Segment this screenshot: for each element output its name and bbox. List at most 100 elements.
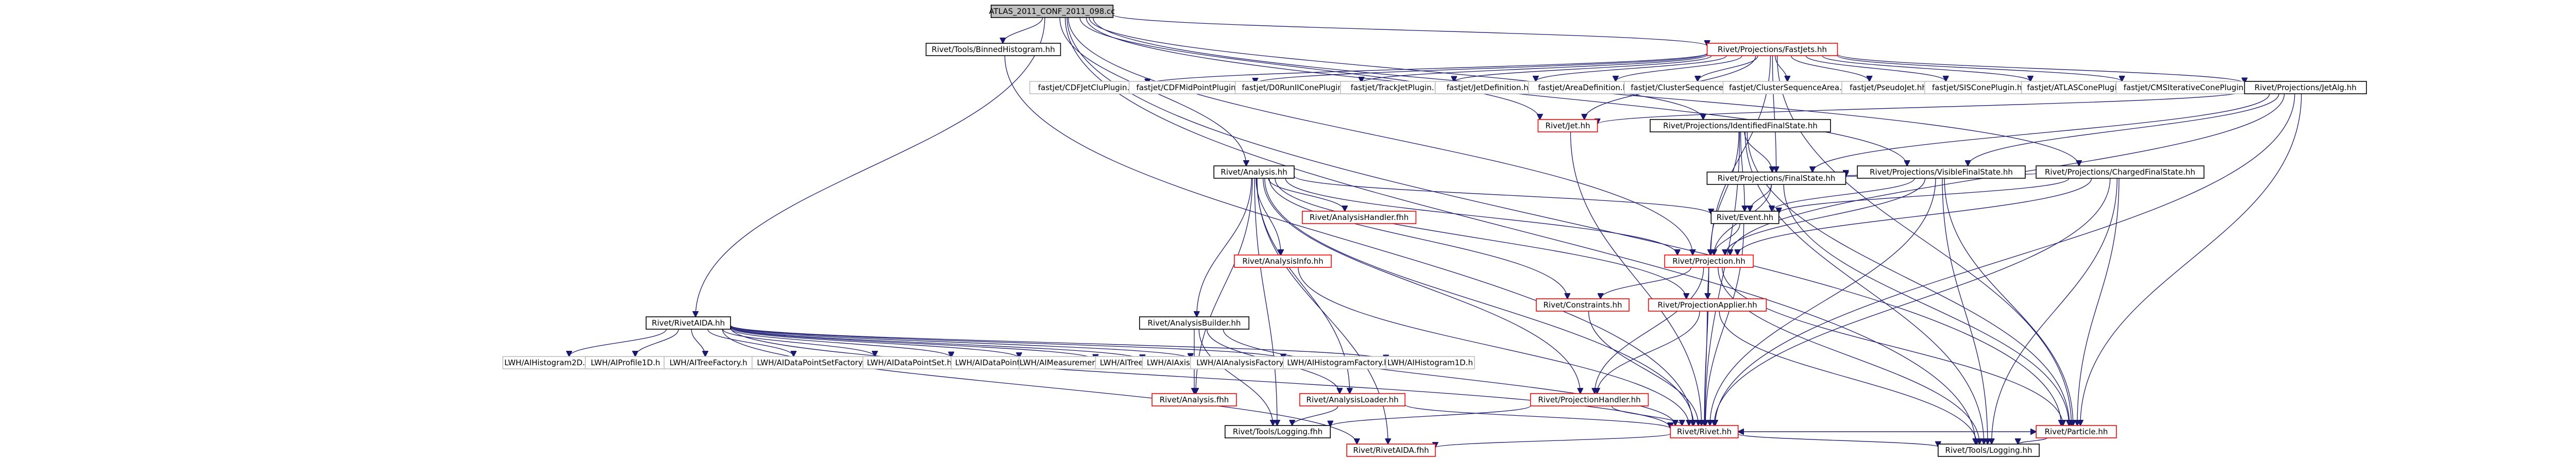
node-box xyxy=(1938,444,2040,457)
edge-fastjets-to-atlascone xyxy=(1822,55,2030,81)
node-rivet-projections-identifiedfinalstate-hh[interactable]: Rivet/Projections/IdentifiedFinalState.h… xyxy=(1650,119,1831,132)
node-rivet-event-hh[interactable]: Rivet/Event.hh xyxy=(1710,211,1780,224)
edge-identifiedfs-to-projection xyxy=(1710,131,1739,255)
edge-jet-to-rivet xyxy=(1570,131,1701,426)
node-rivet-rivet-hh[interactable]: Rivet/Rivet.hh xyxy=(1670,425,1739,438)
node-box xyxy=(1530,393,1649,406)
edge-visiblefs-to-logginghh xyxy=(1942,178,1988,444)
node-label: Rivet/AnalysisHandler.fhh xyxy=(1310,213,1409,222)
node-box xyxy=(1234,254,1332,268)
edge-fastjets-to-areadef xyxy=(1616,55,1742,81)
edge-fastjets-to-jetalg xyxy=(1837,54,2244,83)
node-lwh-aidatapointset-h: LWH/AIDataPointSet.h xyxy=(862,356,956,369)
edge-analysis-to-projection xyxy=(1285,178,1677,255)
edge-projhandler-to-rivet xyxy=(1611,405,1682,426)
node-box xyxy=(1346,444,1436,457)
node-rivet-projectionapplier-hh[interactable]: Rivet/ProjectionApplier.hh xyxy=(1648,298,1767,312)
edge-finalstate-to-event xyxy=(1750,184,1772,211)
node-lwh-aihistogramfactory-h: LWH/AIHistogramFactory.h xyxy=(1283,356,1394,369)
node-rivet-analysis-hh[interactable]: Rivet/Analysis.hh xyxy=(1213,165,1295,179)
edge-chargedfs-to-event xyxy=(1779,178,2070,213)
node-label: LWH/AIDataPointSet.h xyxy=(867,358,952,367)
node-rivet-rivetaida-hh[interactable]: Rivet/RivetAIDA.hh xyxy=(646,316,731,330)
node-rivet-particle-hh[interactable]: Rivet/Particle.hh xyxy=(2036,425,2117,438)
node-label: LWH/AIHistogramFactory.h xyxy=(1287,358,1389,367)
edge-projection-to-logginghh xyxy=(1718,267,1979,444)
node-box xyxy=(925,43,1061,56)
node-atlas-2011-conf-2011-098-cc[interactable]: ATLAS_2011_CONF_2011_098.cc xyxy=(989,5,1115,18)
node-rivet-analysisloader-hh[interactable]: Rivet/AnalysisLoader.hh xyxy=(1299,393,1405,406)
dependency-edges xyxy=(569,14,2302,448)
node-label: LWH/AIDataPoint.h xyxy=(955,358,1027,367)
node-rivet-constraints-hh[interactable]: Rivet/Constraints.hh xyxy=(1536,298,1630,312)
edge-analysis-to-logging xyxy=(1254,178,1277,426)
node-lwh-aiprofile1d-h: LWH/AIProfile1D.h xyxy=(585,356,666,369)
node-label: Rivet/Jet.hh xyxy=(1546,121,1590,130)
node-box xyxy=(1706,172,1846,185)
node-label: Rivet/Analysis.fhh xyxy=(1160,395,1229,404)
node-label: Rivet/AnalysisInfo.hh xyxy=(1242,257,1323,266)
node-box xyxy=(1623,81,1743,94)
edge-root-to-fastjets xyxy=(1112,14,1707,46)
node-box xyxy=(1650,119,1831,132)
node-rivet-analysishandler-fhh[interactable]: Rivet/AnalysisHandler.fhh xyxy=(1302,211,1417,224)
node-rivet-tools-logging-hh[interactable]: Rivet/Tools/Logging.hh xyxy=(1938,444,2040,457)
node-label: Rivet/Projection.hh xyxy=(1672,257,1745,266)
edge-visiblefs-to-rivet xyxy=(1710,178,1936,426)
node-label: fastjet/AreaDefinition.hh xyxy=(1538,83,1632,92)
node-rivet-jet-hh[interactable]: Rivet/Jet.hh xyxy=(1537,119,1598,132)
node-label: Rivet/Projections/FinalState.hh xyxy=(1718,174,1836,183)
node-box xyxy=(1528,81,1643,94)
node-label: Rivet/Projections/FastJets.hh xyxy=(1718,45,1827,54)
edge-visiblefs-to-particle xyxy=(1944,178,2073,426)
edge-jetalg-to-jet xyxy=(1598,90,2245,124)
edge-analysisbuilder-to-rivet xyxy=(1223,329,1675,426)
node-rivet-projections-jetalg-hh[interactable]: Rivet/Projections/JetAlg.hh xyxy=(2244,81,2367,94)
edge-fastjets-to-siscone xyxy=(1805,55,1946,81)
node-rivet-projections-fastjets-hh[interactable]: Rivet/Projections/FastJets.hh xyxy=(1706,43,1838,56)
node-box xyxy=(1151,393,1237,406)
edge-analysis-to-projhandler xyxy=(1263,178,1581,394)
node-rivet-tools-logging-fhh[interactable]: Rivet/Tools/Logging.fhh xyxy=(1225,425,1331,438)
node-label: fastjet/SISConePlugin.hh xyxy=(1932,83,2027,92)
edge-projection-to-particle xyxy=(1722,267,2063,426)
edge-rivetaida-to-itreefactory xyxy=(691,329,705,356)
edge-rivetaida-to-rivetaidafhh xyxy=(722,329,1357,444)
node-box xyxy=(1225,425,1331,438)
node-rivet-projections-chargedfinalstate-hh[interactable]: Rivet/Projections/ChargedFinalState.hh xyxy=(2036,165,2205,179)
node-fastjet-cdfjetcluplugin-hh: fastjet/CDFJetCluPlugin.hh xyxy=(1029,81,1148,94)
edge-jetalg-to-visiblefs xyxy=(1968,93,2279,166)
edge-projection-to-projhandler xyxy=(1595,267,1704,394)
edge-analysis-to-rivet xyxy=(1264,178,1693,426)
edge-chargedfs-to-particle xyxy=(2077,178,2120,426)
edge-analysis-to-analysisbuilder xyxy=(1197,178,1252,317)
node-rivet-projections-finalstate-hh[interactable]: Rivet/Projections/FinalState.hh xyxy=(1706,172,1846,185)
edge-rivetaida-to-rivet xyxy=(730,327,1670,428)
node-label: fastjet/CDFJetCluPlugin.hh xyxy=(1038,83,1140,92)
node-lwh-aihistogram1d-h: LWH/AIHistogram1D.h xyxy=(1385,356,1475,369)
node-box xyxy=(1302,211,1417,224)
node-box xyxy=(1648,298,1767,312)
node-box xyxy=(1139,316,1250,330)
node-rivet-analysisbuilder-hh[interactable]: Rivet/AnalysisBuilder.hh xyxy=(1139,316,1250,330)
edge-visiblefs-to-finalstate xyxy=(1846,175,1858,176)
edge-projection-to-constraints xyxy=(1601,267,1692,299)
edge-jetalg-to-rivet xyxy=(1715,93,2295,426)
edge-identifiedfs-to-finalstate xyxy=(1744,131,1772,172)
node-rivet-projectionhandler-hh[interactable]: Rivet/ProjectionHandler.hh xyxy=(1530,393,1649,406)
node-rivet-tools-binnedhistogram-hh[interactable]: Rivet/Tools/BinnedHistogram.hh xyxy=(925,43,1061,56)
node-label: LWH/AIMeasurement.h xyxy=(1020,358,1107,367)
edge-rivetaida-to-iprofile1d xyxy=(635,329,679,356)
node-rivet-analysisinfo-hh[interactable]: Rivet/AnalysisInfo.hh xyxy=(1234,254,1332,268)
node-rivet-analysis-fhh[interactable]: Rivet/Analysis.fhh xyxy=(1151,393,1237,406)
edge-projapplier-to-logginghh xyxy=(1719,311,1977,444)
edge-projapplier-to-rivet xyxy=(1704,311,1708,426)
edge-projhandler-to-logging xyxy=(1330,405,1531,427)
node-rivet-projection-hh[interactable]: Rivet/Projection.hh xyxy=(1664,254,1754,268)
node-rivet-projections-visiblefinalstate-hh[interactable]: Rivet/Projections/VisibleFinalState.hh xyxy=(1857,165,2026,179)
edge-rivetaida-to-imeasurement xyxy=(730,327,1019,358)
node-box xyxy=(751,356,875,369)
node-rivet-rivetaida-fhh[interactable]: Rivet/RivetAIDA.fhh xyxy=(1346,444,1436,457)
edge-particle-to-logginghh xyxy=(2018,437,2047,444)
